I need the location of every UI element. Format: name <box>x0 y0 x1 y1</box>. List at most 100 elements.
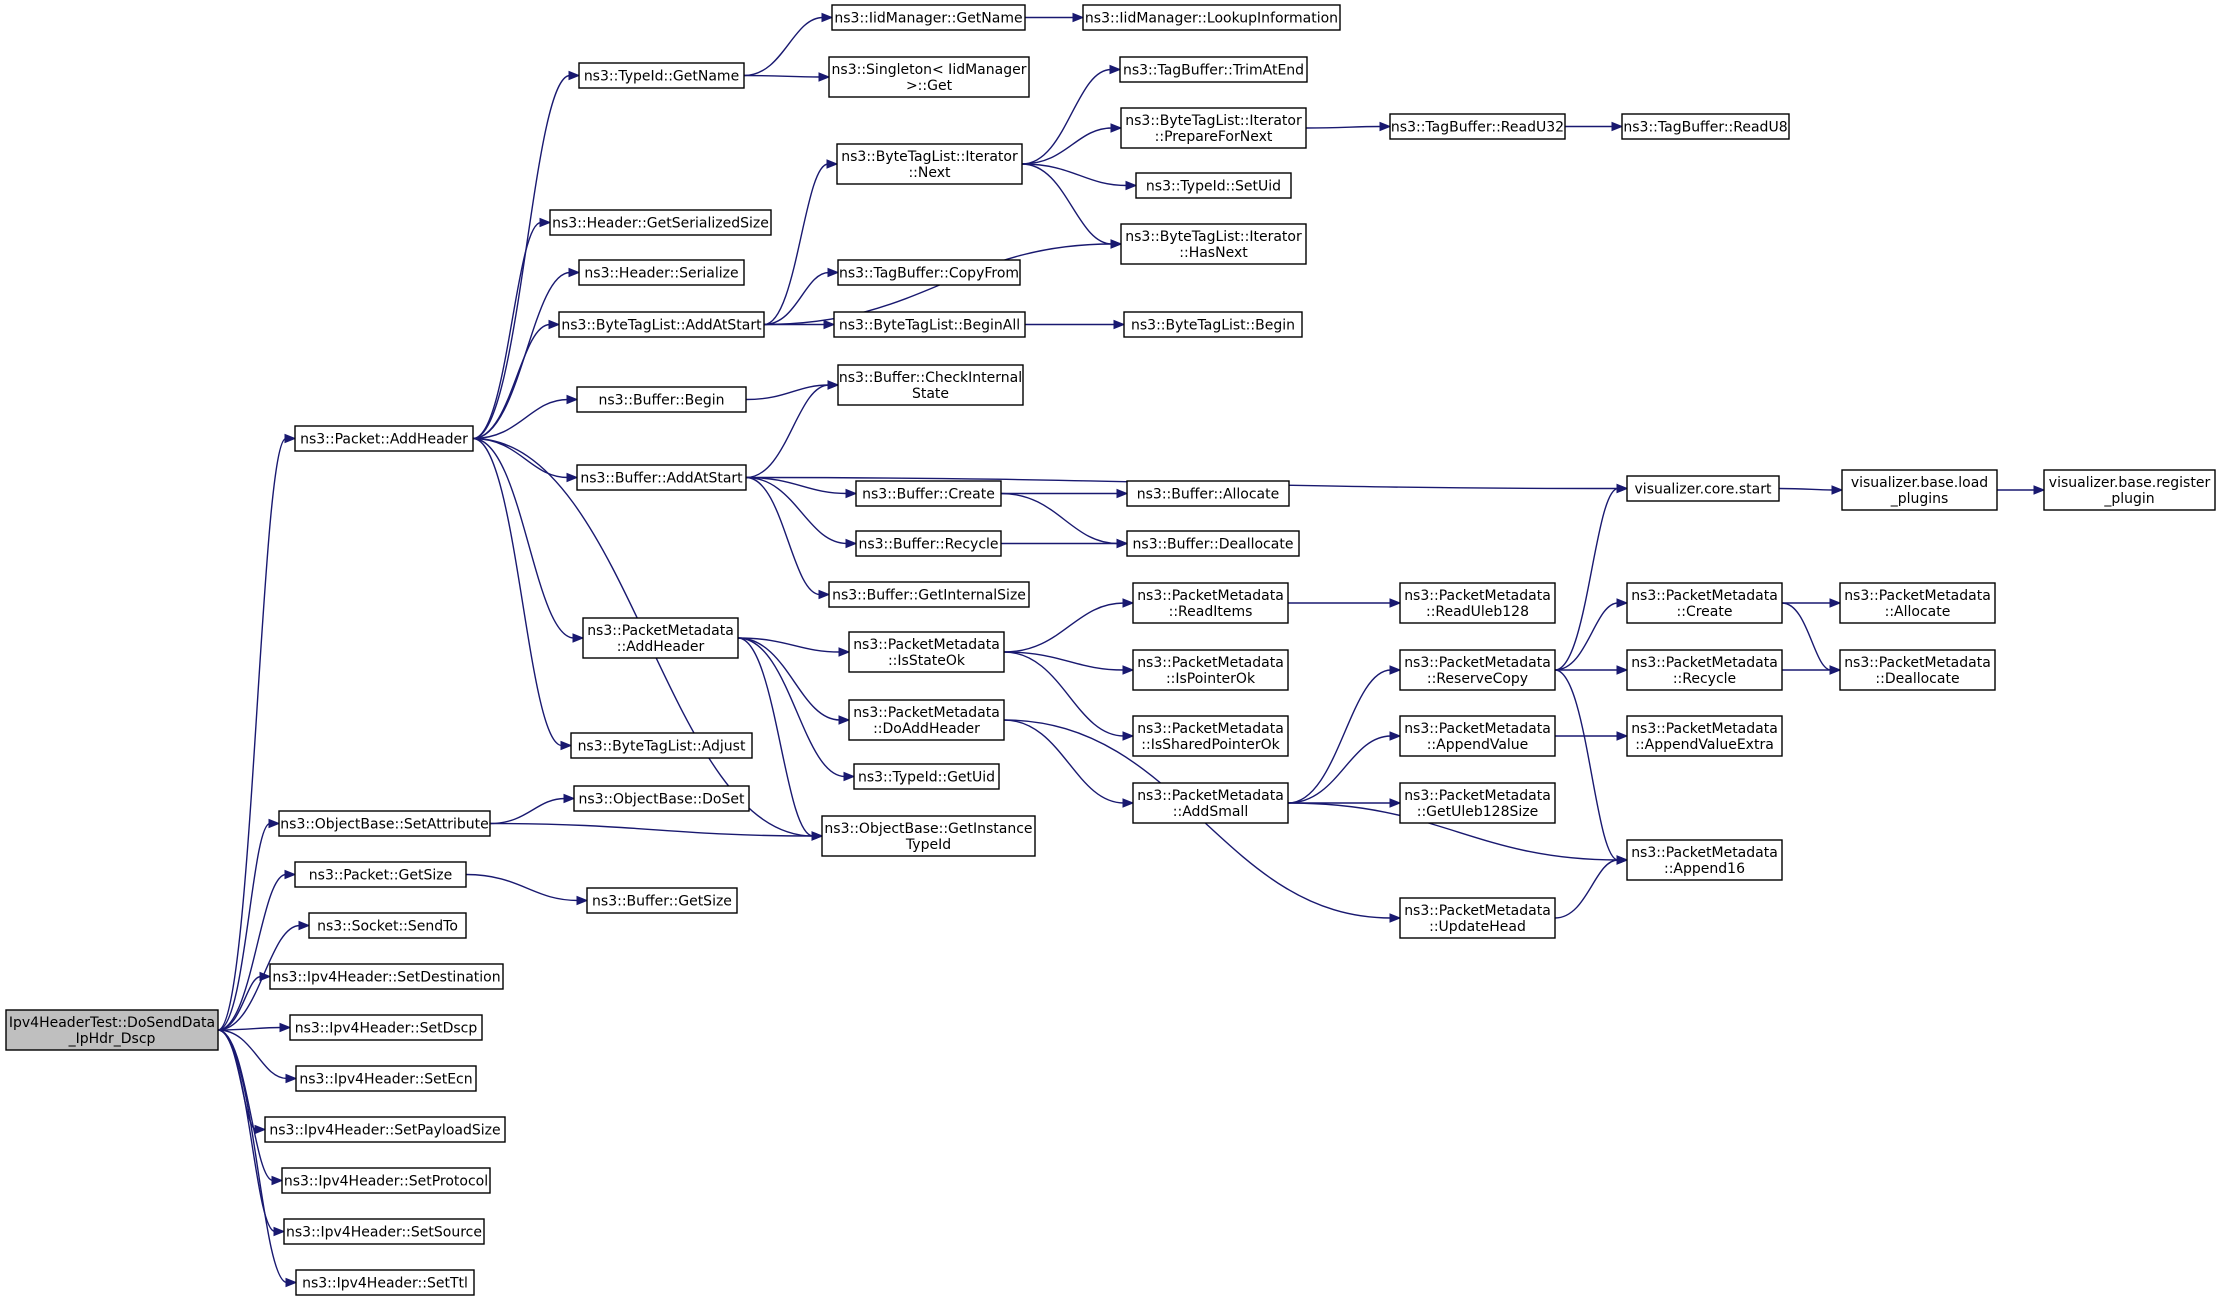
node-typeid-setuid[interactable]: ns3::TypeId::SetUid <box>1135 172 1292 199</box>
node-typeid-getname[interactable]: ns3::TypeId::GetName <box>578 62 745 89</box>
node-box <box>848 631 1005 673</box>
node-label: _plugin <box>2103 491 2154 507</box>
node-label: ns3::Ipv4Header::SetDscp <box>295 1021 478 1037</box>
node-btl-iterator-next[interactable]: ns3::ByteTagList::Iterator::Next <box>836 143 1023 185</box>
node-label: ::GetUleb128Size <box>1417 804 1538 820</box>
node-pm-deallocate[interactable]: ns3::PacketMetadata::Deallocate <box>1839 649 1996 691</box>
node-box <box>2043 469 2216 511</box>
node-btl-addatstart[interactable]: ns3::ByteTagList::AddAtStart <box>558 311 765 338</box>
node-label: ns3::TagBuffer::ReadU8 <box>1623 120 1787 136</box>
node-pm-updatehead[interactable]: ns3::PacketMetadata::UpdateHead <box>1399 897 1556 939</box>
node-box <box>1399 649 1556 691</box>
edge-btl-addatstart-to-tagbuffer-copyfrom <box>763 271 830 326</box>
node-btl-beginall[interactable]: ns3::ByteTagList::BeginAll <box>833 311 1026 338</box>
node-pm-isstateok[interactable]: ns3::PacketMetadata::IsStateOk <box>848 631 1005 673</box>
node-pm-addsmall[interactable]: ns3::PacketMetadata::AddSmall <box>1132 782 1289 824</box>
node-box <box>558 311 765 338</box>
node-tagbuffer-trimatend[interactable]: ns3::TagBuffer::TrimAtEnd <box>1119 56 1308 83</box>
node-pm-appendvalueextra[interactable]: ns3::PacketMetadata::AppendValueExtra <box>1626 715 1783 757</box>
node-label: ns3::PacketMetadata <box>587 623 734 639</box>
node-ipv4-setttl[interactable]: ns3::Ipv4Header::SetTtl <box>295 1269 475 1296</box>
node-objectbase-setattribute[interactable]: ns3::ObjectBase::SetAttribute <box>278 810 491 837</box>
edge-arrowhead <box>566 472 579 483</box>
edge-arrowhead <box>1389 665 1402 675</box>
node-iidmanager-getname[interactable]: ns3::IidManager::GetName <box>831 4 1026 31</box>
edge-pm-addsmall-to-pm-reservecopy <box>1287 669 1392 804</box>
edge-arrowhead <box>560 740 573 751</box>
node-pm-ispointerok[interactable]: ns3::PacketMetadata::IsPointerOk <box>1132 649 1289 691</box>
node-socket-sendto[interactable]: ns3::Socket::SendTo <box>308 912 467 939</box>
node-buffer-create[interactable]: ns3::Buffer::Create <box>855 480 1002 507</box>
node-ipv4-setpayloadsize[interactable]: ns3::Ipv4Header::SetPayloadSize <box>264 1116 506 1143</box>
node-box <box>578 62 745 89</box>
node-vis-base-register-plugin[interactable]: visualizer.base.register_plugin <box>2043 469 2216 511</box>
node-packet-addheader[interactable]: ns3::Packet::AddHeader <box>294 425 474 452</box>
edge-arrowhead <box>285 1277 298 1288</box>
node-pm-getuleb128size[interactable]: ns3::PacketMetadata::GetUleb128Size <box>1399 782 1556 824</box>
edge-arrowhead <box>1379 121 1392 132</box>
node-box <box>308 912 467 939</box>
node-label: ns3::TagBuffer::TrimAtEnd <box>1123 63 1304 79</box>
node-pm-readuleb128[interactable]: ns3::PacketMetadata::ReadUleb128 <box>1399 582 1556 624</box>
edge-btl-addatstart-to-btl-iterator-next <box>763 163 829 326</box>
node-pm-reservecopy[interactable]: ns3::PacketMetadata::ReserveCopy <box>1399 649 1556 691</box>
node-pm-issharedpointerok[interactable]: ns3::PacketMetadata::IsSharedPointerOk <box>1132 715 1289 757</box>
node-buffer-recycle[interactable]: ns3::Buffer::Recycle <box>855 530 1002 557</box>
node-objectbase-doset[interactable]: ns3::ObjectBase::DoSet <box>573 785 750 812</box>
edge-arrowhead <box>1616 665 1629 675</box>
node-buffer-getinternalsize[interactable]: ns3::Buffer::GetInternalSize <box>828 581 1030 608</box>
node-ipv4-setprotocol[interactable]: ns3::Ipv4Header::SetProtocol <box>281 1167 491 1194</box>
node-ipv4-setecn[interactable]: ns3::Ipv4Header::SetEcn <box>295 1065 477 1092</box>
edge-arrowhead <box>284 433 297 444</box>
node-buffer-begin[interactable]: ns3::Buffer::Begin <box>576 386 747 413</box>
node-pm-append16[interactable]: ns3::PacketMetadata::Append16 <box>1626 839 1783 881</box>
node-tagbuffer-readu8[interactable]: ns3::TagBuffer::ReadU8 <box>1621 113 1790 140</box>
node-vis-base-load-plugins[interactable]: visualizer.base.load_plugins <box>1841 469 1998 511</box>
node-buffer-allocate[interactable]: ns3::Buffer::Allocate <box>1126 480 1290 507</box>
node-label: ns3::ByteTagList::Begin <box>1131 318 1295 334</box>
node-typeid-getuid[interactable]: ns3::TypeId::GetUid <box>853 763 1000 790</box>
node-header-serialize[interactable]: ns3::Header::Serialize <box>578 259 745 286</box>
node-tagbuffer-readu32[interactable]: ns3::TagBuffer::ReadU32 <box>1389 113 1566 140</box>
node-btl-iterator-prepare[interactable]: ns3::ByteTagList::Iterator::PrepareForNe… <box>1120 107 1307 149</box>
node-label: ns3::Buffer::Deallocate <box>1133 537 1294 553</box>
edges-layer <box>217 12 2046 1288</box>
node-buffer-deallocate[interactable]: ns3::Buffer::Deallocate <box>1126 530 1300 557</box>
node-box <box>1626 715 1783 757</box>
node-label: ns3::Ipv4Header::SetProtocol <box>284 1174 488 1190</box>
node-pm-appendvalue[interactable]: ns3::PacketMetadata::AppendValue <box>1399 715 1556 757</box>
node-box <box>848 699 1005 741</box>
node-header-getserializedsize[interactable]: ns3::Header::GetSerializedSize <box>549 209 772 236</box>
node-box <box>1123 311 1303 338</box>
node-label: ns3::PacketMetadata <box>1404 788 1551 804</box>
node-btl-adjust[interactable]: ns3::ByteTagList::Adjust <box>570 732 753 759</box>
node-pm-recycle[interactable]: ns3::PacketMetadata::Recycle <box>1626 649 1783 691</box>
node-label: ns3::Header::Serialize <box>584 266 738 282</box>
node-pm-create[interactable]: ns3::PacketMetadata::Create <box>1626 582 1783 624</box>
node-pm-addheader[interactable]: ns3::PacketMetadata::AddHeader <box>582 617 739 659</box>
node-singleton-get[interactable]: ns3::Singleton< IidManager>::Get <box>828 56 1030 98</box>
edge-packet-addheader-to-header-getserializedsize <box>472 221 542 440</box>
node-buffer-getsize[interactable]: ns3::Buffer::GetSize <box>586 887 738 914</box>
node-tagbuffer-copyfrom[interactable]: ns3::TagBuffer::CopyFrom <box>837 259 1021 286</box>
node-pm-doaddheader[interactable]: ns3::PacketMetadata::DoAddHeader <box>848 699 1005 741</box>
edge-pm-reservecopy-to-pm-append16 <box>1554 669 1619 861</box>
node-box <box>573 785 750 812</box>
node-btl-iterator-hasnext[interactable]: ns3::ByteTagList::Iterator::HasNext <box>1120 223 1307 265</box>
node-ipv4-setsource[interactable]: ns3::Ipv4Header::SetSource <box>283 1218 485 1245</box>
node-pm-allocate[interactable]: ns3::PacketMetadata::Allocate <box>1839 582 1996 624</box>
node-ipv4-setdscp[interactable]: ns3::Ipv4Header::SetDscp <box>289 1014 483 1041</box>
node-pm-readitems[interactable]: ns3::PacketMetadata::ReadItems <box>1132 582 1289 624</box>
node-vis-core-start[interactable]: visualizer.core.start <box>1626 475 1780 502</box>
edge-btl-iterator-prepare-to-tagbuffer-readu32 <box>1305 125 1382 129</box>
node-root[interactable]: Ipv4HeaderTest::DoSendData_IpHdr_Dscp <box>5 1009 219 1051</box>
node-box <box>1399 715 1556 757</box>
node-btl-begin[interactable]: ns3::ByteTagList::Begin <box>1123 311 1303 338</box>
node-packet-getsize[interactable]: ns3::Packet::GetSize <box>294 861 467 888</box>
node-ipv4-setdestination[interactable]: ns3::Ipv4Header::SetDestination <box>269 963 504 990</box>
node-buffer-addatstart[interactable]: ns3::Buffer::AddAtStart <box>576 464 747 491</box>
edge-arrowhead <box>568 70 581 81</box>
node-iidmanager-lookupinformation[interactable]: ns3::IidManager::LookupInformation <box>1082 4 1341 31</box>
